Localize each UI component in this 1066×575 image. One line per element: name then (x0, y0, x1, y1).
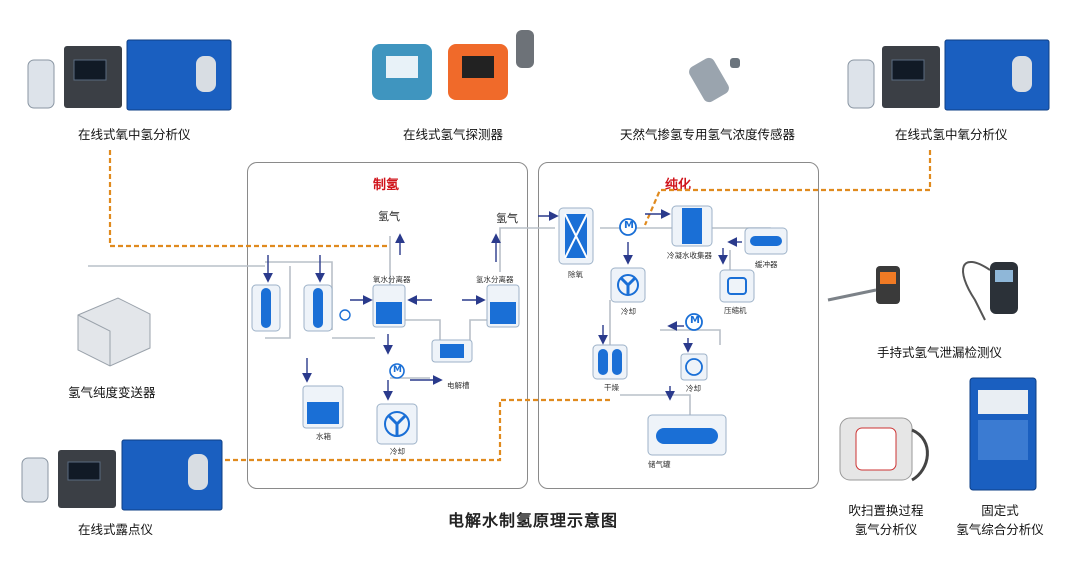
pump-left (389, 363, 405, 379)
fan-right (680, 353, 708, 381)
condenser-label: 冷凝水收集器 (667, 251, 712, 260)
fan-mid (610, 267, 646, 303)
label-bottom-right-2-line1: 固定式 (981, 503, 1019, 518)
cooling-left-label: 冷却 (390, 447, 405, 456)
cooling-mid-label: 冷却 (621, 307, 636, 316)
fan-left (376, 403, 418, 445)
motor-right-label: M (690, 315, 700, 326)
label-bottom-right-2-line2: 氢气综合分析仪 (956, 522, 1044, 537)
analyzer-bottom-left (21, 439, 223, 511)
purge-analyzer (839, 417, 929, 482)
buffer-unit (744, 227, 788, 255)
label-bottom-left: 在线式露点仪 (78, 522, 154, 537)
gas-detectors (372, 30, 534, 100)
water-tank (302, 385, 344, 429)
label-top-left: 在线式氧中氢分析仪 (78, 127, 191, 142)
diagram-title: 电解水制氢原理示意图 (447, 511, 618, 530)
analyzer-top-right (847, 39, 1050, 111)
flow-arrows (263, 209, 742, 401)
signal-lines (108, 150, 932, 462)
label-top-right: 在线式氢中氧分析仪 (895, 127, 1008, 142)
gas-label-left: 氢气 (378, 210, 400, 223)
label-bottom-right-2: 固定式 氢气综合分析仪 (940, 500, 1060, 538)
hydrogen-sensor-probe (689, 57, 740, 103)
gas-label-right: 氢气 (496, 212, 518, 225)
separator-right-label: 氢水分离器 (476, 275, 514, 284)
motor-mid (619, 218, 637, 236)
storage-label: 储气罐 (648, 460, 671, 469)
compressor-label: 压缩机 (724, 306, 747, 315)
handheld-leak-detectors (827, 260, 1018, 321)
separators (372, 284, 520, 328)
condenser-unit (671, 205, 713, 247)
fixed-analyzer-cabinet (969, 377, 1037, 491)
cooling-right-label: 冷却 (686, 384, 701, 393)
water-tank-label: 水箱 (316, 432, 331, 441)
deoxygen-unit (558, 207, 594, 265)
label-bottom-right-1-line2: 氢气分析仪 (854, 522, 918, 537)
label-top-mid: 在线式氢气探测器 (403, 127, 504, 142)
dryer-label: 干燥 (604, 383, 619, 392)
electrolyzer-columns (251, 284, 333, 332)
production-title: 制氢 (373, 178, 400, 193)
motor-mid-label: M (624, 220, 634, 231)
storage-tank (647, 414, 727, 456)
label-top-right-mid: 天然气掺氢专用氢气浓度传感器 (620, 127, 796, 142)
deoxygen-label: 除氧 (568, 270, 583, 279)
compressor-unit (719, 269, 755, 303)
purity-transmitter (77, 297, 151, 367)
analyzer-top-left (27, 39, 232, 111)
label-bottom-right-1-line1: 吹扫置换过程 (848, 503, 924, 518)
label-bottom-right-1: 吹扫置换过程 氢气分析仪 (826, 500, 946, 538)
piping (88, 227, 771, 425)
separator-left-label: 氧水分离器 (373, 275, 411, 284)
electrolyzer-tank (431, 339, 473, 363)
buffer-label: 缓冲器 (755, 260, 778, 269)
label-right-mid: 手持式氢气泄漏检测仪 (877, 345, 1003, 360)
motor-right (685, 313, 703, 331)
electrolyzer-label: 电解槽 (447, 381, 470, 390)
dryer-unit (592, 344, 628, 380)
label-mid-left: 氢气纯度变送器 (68, 385, 156, 400)
pump-left-label: M (393, 365, 402, 375)
